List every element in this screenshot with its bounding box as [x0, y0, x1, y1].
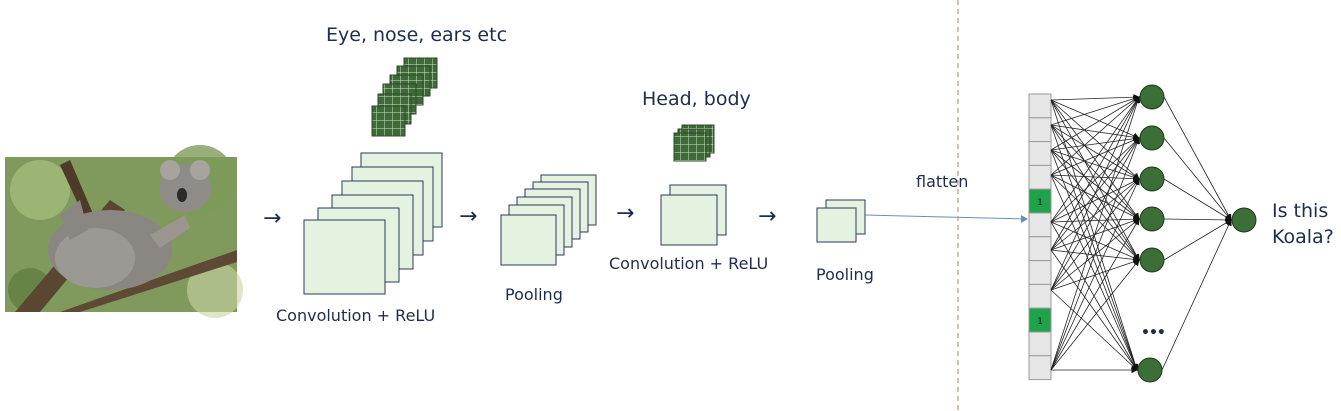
vector-cell — [1028, 260, 1052, 285]
connection-line — [1050, 137, 1140, 176]
label-pool2: Pooling — [816, 265, 874, 284]
pool1-maps — [500, 174, 597, 266]
output-connection-line — [1161, 219, 1232, 371]
label-features-1: Eye, nose, ears etc — [326, 24, 508, 46]
vector-cell — [1028, 355, 1052, 381]
vector-cell — [1028, 331, 1052, 357]
vector-cell — [1028, 117, 1052, 143]
vector-cell — [1028, 236, 1052, 262]
vector-cell-value: 1 — [1037, 317, 1043, 327]
conv1-filters — [371, 57, 438, 137]
koala-photo — [5, 145, 243, 318]
label-question-2: Koala? — [1272, 226, 1334, 248]
dense-connections — [1050, 93, 1232, 374]
connection-line — [1050, 93, 1140, 101]
connection-line — [1050, 96, 1140, 176]
output-connection-line — [1163, 216, 1232, 224]
connection-line — [1050, 178, 1140, 223]
vector-cell — [1028, 212, 1052, 238]
vector-cell — [1028, 164, 1052, 190]
connection-line — [1050, 259, 1140, 371]
hidden-layer — [1137, 84, 1257, 383]
arrow-icon: → — [459, 204, 478, 229]
connection-line — [1050, 96, 1140, 151]
conv2-feature-maps — [660, 184, 727, 246]
connection-line — [1050, 174, 1140, 261]
arrow-icon: → — [758, 204, 777, 229]
vector-cell-value: 1 — [1037, 198, 1043, 208]
output-connection-line — [1163, 137, 1232, 221]
connection-line — [1050, 215, 1140, 223]
connection-line — [1050, 149, 1138, 371]
connection-line — [1050, 137, 1141, 371]
connection-line — [1050, 124, 1140, 180]
connection-line — [1050, 249, 1138, 371]
output-connection-line — [1163, 178, 1232, 221]
label-pool1: Pooling — [505, 285, 563, 304]
ellipsis-label: ••• — [1141, 325, 1166, 341]
connection-line — [1050, 174, 1138, 371]
connection-line — [1050, 96, 1140, 223]
output-neuron — [1231, 207, 1257, 233]
conv2-filters — [673, 124, 715, 162]
pool2-maps — [816, 199, 866, 243]
connection-line — [1050, 174, 1140, 182]
hidden-neuron — [1139, 247, 1165, 273]
hidden-neuron — [1139, 206, 1165, 232]
connection-line — [1050, 124, 1140, 141]
label-conv1: Convolution + ReLU — [276, 306, 436, 325]
vector-cell — [1028, 93, 1052, 119]
vector-cell — [1028, 141, 1052, 166]
connection-line — [1050, 124, 1140, 261]
label-conv2: Convolution + ReLU — [609, 254, 769, 273]
arrow-icon: → — [616, 201, 635, 226]
hidden-neuron — [1139, 84, 1165, 110]
vector-cell — [1028, 283, 1052, 309]
connection-line — [1050, 96, 1140, 251]
connection-line — [1050, 218, 1140, 371]
arrow-icon: → — [263, 206, 282, 231]
output-connection-line — [1163, 219, 1232, 261]
connection-line — [1050, 137, 1140, 291]
connection-line — [1050, 99, 1140, 180]
label-flatten: flatten — [916, 172, 969, 191]
connection-line — [1050, 96, 1140, 291]
label-question-1: Is this — [1272, 200, 1329, 222]
connection-line — [1050, 137, 1140, 223]
hidden-neuron — [1139, 125, 1165, 151]
connection-line — [1050, 149, 1140, 261]
connection-line — [1050, 221, 1140, 261]
label-features-2: Head, body — [642, 88, 751, 110]
flatten-arrow — [864, 214, 1027, 220]
connection-line — [1050, 178, 1140, 371]
hidden-neuron — [1137, 357, 1163, 383]
hidden-neuron — [1139, 166, 1165, 192]
connection-line — [1050, 135, 1140, 151]
connection-line — [1050, 149, 1140, 181]
connection-line — [1050, 124, 1140, 220]
flatten-vector: 11 — [1028, 93, 1052, 381]
conv1-feature-maps — [303, 152, 443, 295]
output-connection-line — [1163, 96, 1232, 221]
connection-line — [1050, 174, 1140, 220]
connection-line — [1050, 124, 1139, 371]
connection-line — [1050, 289, 1138, 371]
connection-line — [1050, 95, 1140, 126]
connection-line — [1050, 96, 1141, 371]
connection-line — [1050, 99, 1140, 139]
